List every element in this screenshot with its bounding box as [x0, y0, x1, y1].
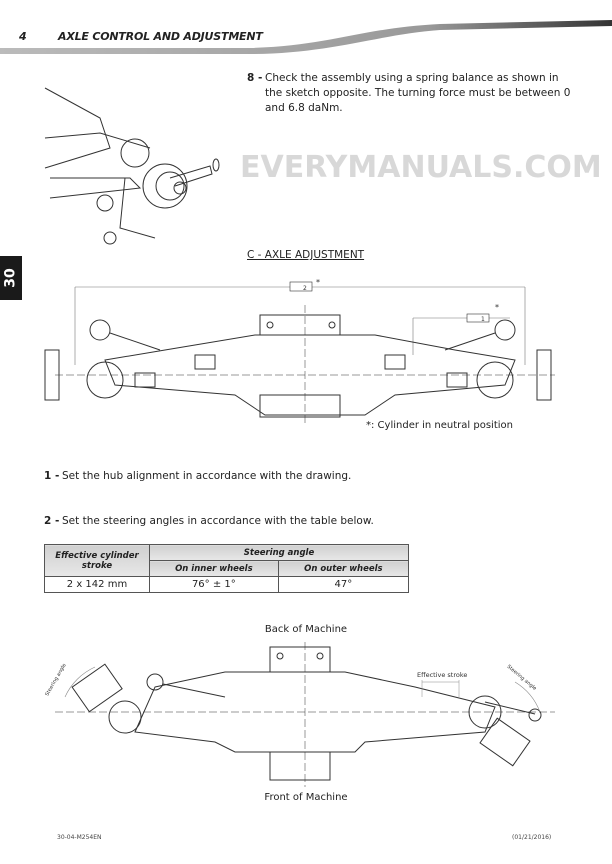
spring-balance-sketch [44, 87, 220, 245]
cylinder-note: *: Cylinder in neutral position [366, 420, 513, 431]
perpendicular-tolerance: 1 [481, 316, 485, 323]
chapter-tab: 30 [0, 256, 22, 300]
header-swoosh [0, 20, 612, 54]
step-number: 1 - [44, 470, 60, 482]
document-code: 30-04-M254EN [57, 834, 102, 841]
group-header-steering: Steering angle [149, 544, 409, 561]
section-title: C - AXLE ADJUSTMENT [247, 249, 365, 261]
col-header-outer: On outer wheels [277, 560, 410, 577]
step-1: 1 -Set the hub alignment in accordance w… [44, 469, 544, 484]
document-date: (01/21/2016) [512, 834, 552, 841]
front-of-machine-label: Front of Machine [264, 792, 348, 803]
asterisk: * [316, 278, 320, 287]
chapter-tab-label: 30 [2, 268, 19, 288]
parallel-tolerance: 2 [303, 285, 307, 292]
effective-stroke-label: Effective stroke [417, 671, 467, 679]
cell: 47° [277, 576, 410, 593]
cell: 2 x 142 mm [44, 576, 150, 593]
col-header-inner: On inner wheels [149, 560, 279, 577]
col-header-stroke: Effective cylinder stroke [44, 544, 150, 577]
steering-angle-label-right: Steering angle [506, 664, 538, 692]
step-8: 8 -Check the assembly using a spring bal… [247, 71, 577, 116]
steering-angle-diagram: Steering angle Steering angle Effective … [44, 642, 555, 787]
watermark: EVERYMANUALS.COM [240, 150, 602, 185]
cell: 76° ± 1° [149, 576, 279, 593]
step-2: 2 -Set the steering angles in accordance… [44, 514, 544, 529]
back-of-machine-label: Back of Machine [264, 624, 348, 635]
step-text: Set the hub alignment in accordance with… [62, 470, 352, 482]
step-number: 8 - [247, 72, 263, 84]
step-number: 2 - [44, 515, 60, 527]
asterisk: * [495, 303, 499, 312]
step-text: Set the steering angles in accordance wi… [62, 515, 374, 527]
axle-adjustment-diagram: 2 * 1 * [44, 278, 555, 425]
steering-angle-label-left: Steering angle [44, 663, 67, 698]
page-number: 4 [19, 30, 27, 43]
step-text: Check the assembly using a spring balanc… [265, 72, 571, 114]
page-title: AXLE CONTROL AND ADJUSTMENT [58, 30, 263, 43]
